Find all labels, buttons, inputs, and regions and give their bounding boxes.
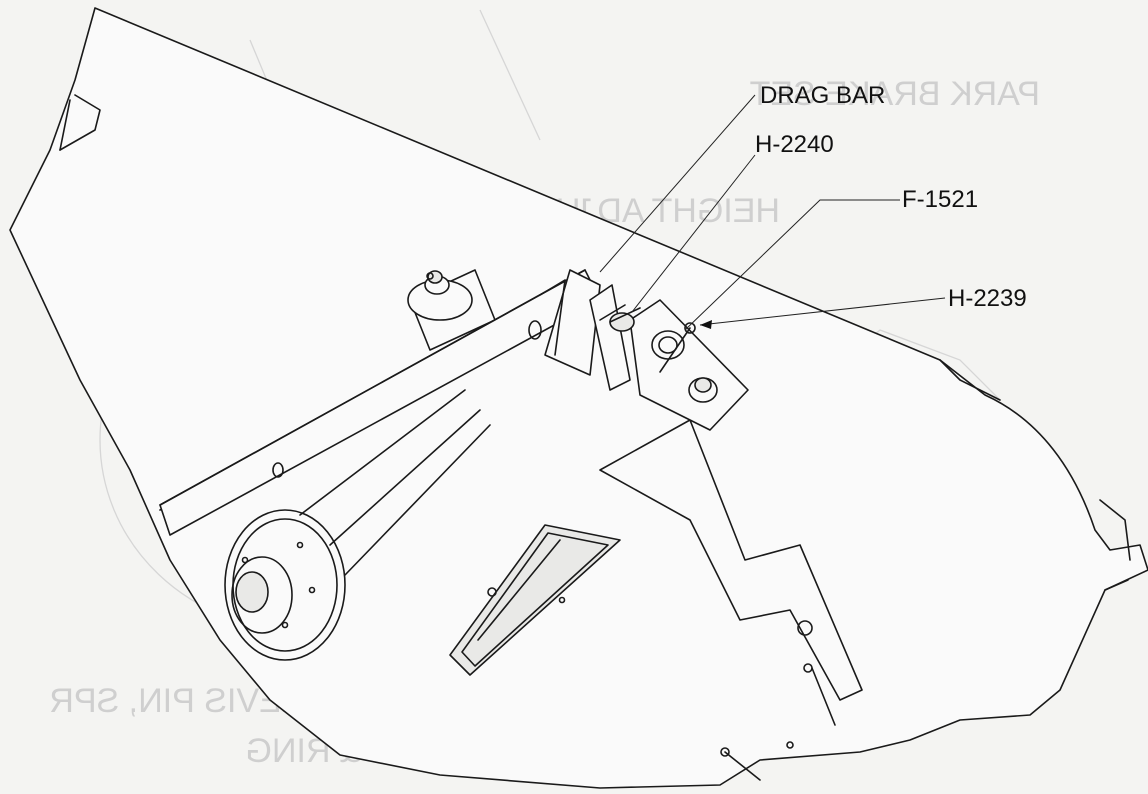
discharge-slot <box>449 524 621 676</box>
bg-park-text: PARK BRAKE SET <box>750 75 1040 113</box>
label-h-2239: H-2239 <box>948 285 1027 312</box>
deck-body <box>9 7 1148 789</box>
spindle-pulley <box>224 269 496 661</box>
mower-deck <box>9 7 1148 789</box>
leader-lines <box>599 94 946 331</box>
drag-bar <box>159 269 749 536</box>
deck-panel <box>599 419 863 701</box>
label-drag-bar: DRAG BAR <box>760 82 885 109</box>
label-f-1521: F-1521 <box>902 186 978 213</box>
drag-bar-bracket <box>544 269 601 376</box>
label-h-2240: H-2240 <box>755 131 834 158</box>
callout-labels: DRAG BAR H-2240 F-1521 H-2239 <box>755 82 1027 312</box>
